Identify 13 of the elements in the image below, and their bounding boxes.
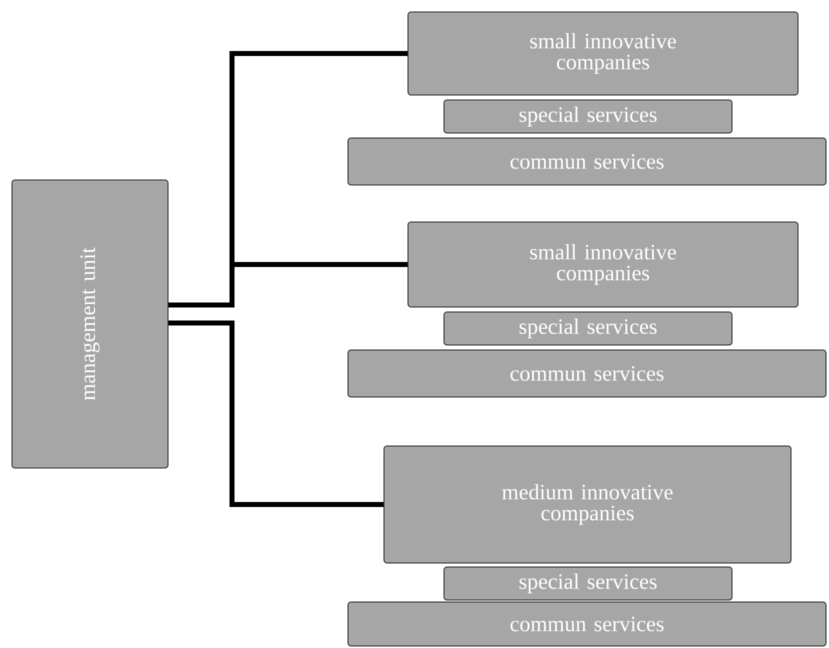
company-box: management unit: [12, 180, 168, 468]
company-box: special services: [444, 312, 732, 346]
connector-line: [168, 51, 408, 308]
company-box: medium innovative companies: [384, 446, 792, 564]
company-box: special services: [444, 566, 732, 600]
company-box: small innovative companies: [408, 222, 798, 308]
company-box: commun services: [348, 350, 826, 398]
company-box: commun services: [348, 138, 826, 186]
company-box: special services: [444, 100, 732, 134]
connector-line: [168, 320, 384, 507]
company-box: commun services: [348, 602, 826, 646]
company-box: small innovative companies: [408, 12, 798, 96]
connector-line: [232, 262, 408, 267]
